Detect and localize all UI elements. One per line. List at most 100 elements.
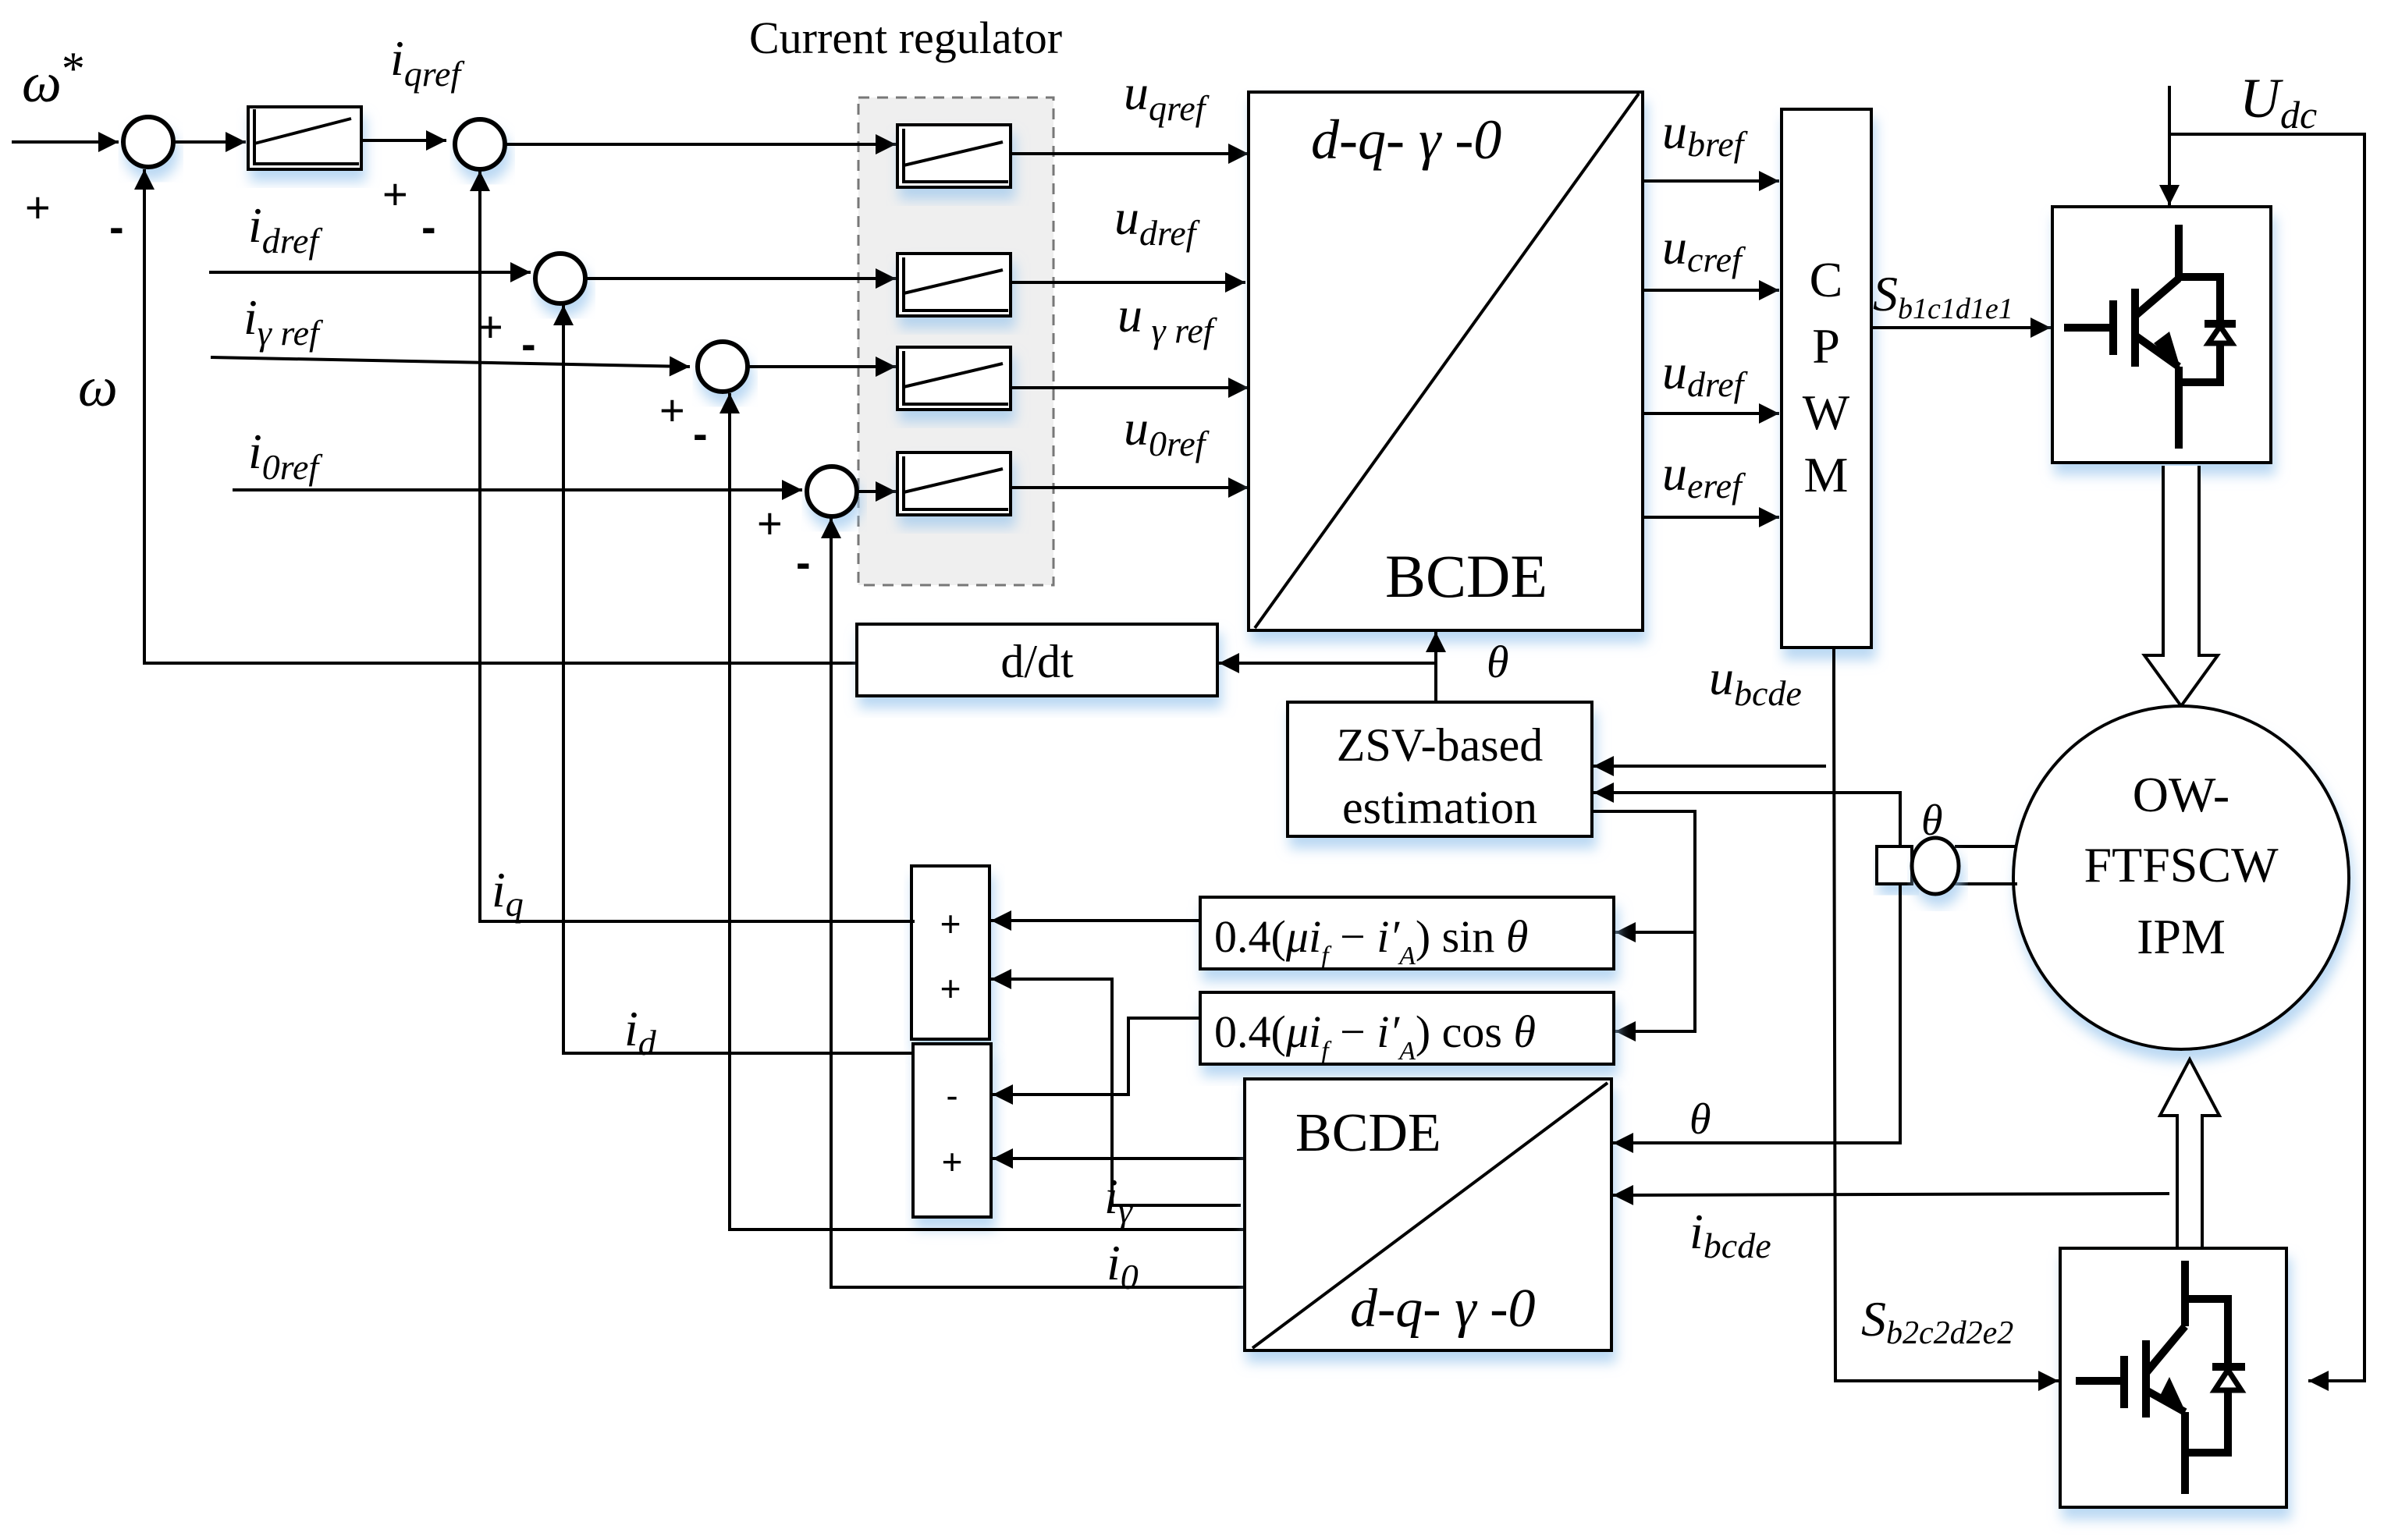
id-feedback-line [553, 305, 913, 1055]
ugref-label: u γ ref [1117, 287, 1218, 350]
sin-compensation-label: 0.4(μif − i′A) sin θ [1214, 911, 1528, 970]
u0ref-label: u0ref [1124, 400, 1210, 463]
udref-phase-label: udref [1662, 344, 1749, 404]
power-flow-arrow-up [2157, 1056, 2222, 1252]
voltage-feedback-label: ubcde [1709, 650, 1802, 713]
iqref-label: iqref [390, 30, 465, 94]
switch-signal-2-line [1832, 648, 2059, 1391]
encoder-theta-label: θ [1921, 797, 1943, 845]
igbt-icon-2 [2076, 1261, 2247, 1494]
q-minus-sign: - [421, 202, 436, 251]
switch-signal-1-label: Sb1c1d1e1 [1873, 266, 2013, 325]
ubref-label: ubref [1662, 104, 1749, 164]
inverse-transform-top-label: d-q- γ -0 [1311, 108, 1501, 171]
estimator-label-line2: estimation [1342, 782, 1537, 833]
cos-to-d-adder-line [993, 1017, 1200, 1105]
park-theta-label: θ [1689, 1095, 1711, 1144]
zsv-estimator-block[interactable]: ZSV-based estimation [1286, 701, 1593, 838]
current-feedback-label: ibcde [1689, 1204, 1771, 1265]
estimator-to-sin-line [1592, 810, 1697, 942]
q-plus-sign: + [382, 169, 408, 218]
inverse-park-transform-block[interactable]: d-q- γ -0 BCDE [1247, 90, 1644, 632]
position-encoder[interactable] [1875, 836, 2017, 896]
motor-label-line2: FTFSCW [2084, 837, 2279, 892]
sin-compensation-block[interactable]: 0.4(μif − i′A) sin θ [1199, 896, 1615, 970]
d-plus-sign: + [478, 302, 503, 351]
derivative-block[interactable]: d/dt [855, 623, 1219, 697]
dc-bus-line [2169, 133, 2366, 1391]
current-regulator-title: Current regulator [749, 12, 1062, 63]
d-adder-sign-2: + [942, 1141, 963, 1182]
ig-feedback-line [719, 393, 1245, 1231]
motor-label-line1: OW- [2133, 767, 2229, 822]
transform-q-to-adder-line [991, 969, 1241, 1207]
speed-plus-sign: + [25, 183, 51, 232]
q-current-summing-junction[interactable] [453, 117, 507, 172]
id-feedback-label: id [624, 1001, 657, 1063]
speed-minus-sign: - [109, 202, 124, 251]
ucref-label: ucref [1662, 219, 1746, 279]
speed-feedback-label: ω [78, 356, 118, 418]
zero-minus-sign: - [796, 538, 811, 587]
theta-to-park-line [1613, 884, 1902, 1153]
current-feedback-line [1612, 1184, 2170, 1205]
motor-label-line3: IPM [2137, 909, 2226, 964]
d-minus-sign: - [521, 319, 536, 368]
igref-line [210, 356, 691, 377]
estimator-to-cos-line [1615, 932, 1697, 1041]
speed-pi-controller[interactable] [247, 105, 363, 171]
dc-voltage-label: Udc [2240, 67, 2317, 137]
zero-current-summing-junction[interactable] [805, 464, 859, 519]
gamma-current-summing-junction[interactable] [695, 339, 750, 394]
ueref-label: ueref [1662, 445, 1746, 506]
d-current-summing-junction[interactable] [533, 251, 588, 306]
cpwm-letter-p: P [1812, 318, 1840, 374]
pi-controller-zero[interactable] [896, 451, 1012, 516]
cos-compensation-block[interactable]: 0.4(μif − i′A) cos θ [1199, 991, 1615, 1066]
zero-plus-sign: + [757, 499, 783, 548]
park-transform-bottom-label: d-q- γ -0 [1350, 1279, 1536, 1339]
gamma-plus-sign: + [659, 385, 685, 435]
pi-controller-q[interactable] [896, 123, 1012, 189]
i0-feedback-label: i0 [1107, 1235, 1139, 1297]
inverter-2[interactable] [2059, 1247, 2288, 1509]
inverter-1[interactable] [2051, 205, 2272, 464]
igref-label: iγ ref [243, 289, 324, 353]
d-adder-sign-1: - [946, 1075, 958, 1116]
q-axis-adder[interactable]: + + [910, 864, 991, 1041]
inverse-transform-bottom-label: BCDE [1385, 542, 1547, 610]
idref-label: idref [248, 197, 323, 261]
i0-feedback-line [821, 518, 1245, 1289]
power-flow-arrow-down [2141, 466, 2221, 709]
iq-feedback-label: iq [492, 862, 524, 924]
motor[interactable]: OW- FTFSCW IPM [2012, 704, 2350, 1051]
speed-ref-label: ω* [22, 43, 85, 114]
pi-controller-d[interactable] [896, 252, 1012, 318]
pi-controller-gamma[interactable] [896, 346, 1012, 411]
theta-to-estimator-line [1593, 782, 1902, 846]
gamma-minus-sign: - [693, 409, 708, 458]
ig-feedback-label: iγ [1104, 1169, 1134, 1230]
speed-summing-junction[interactable] [121, 115, 176, 169]
speed-feedback-line [134, 169, 858, 665]
udref-label: udref [1114, 190, 1201, 253]
derivative-label: d/dt [1000, 636, 1074, 687]
q-adder-sign-2: + [940, 968, 961, 1009]
park-transform-block[interactable]: BCDE d-q- γ -0 [1243, 1077, 1613, 1352]
q-adder-sign-1: + [940, 903, 961, 944]
cpwm-letter-m: M [1804, 447, 1849, 502]
cpwm-letter-w: W [1803, 385, 1850, 440]
iq-feedback-line [470, 171, 915, 923]
theta-estimated-label: θ [1487, 637, 1509, 687]
uqref-label: uqref [1124, 65, 1210, 128]
cpwm-letter-c: C [1810, 252, 1843, 307]
d-axis-adder[interactable]: - + [911, 1042, 993, 1219]
igbt-icon [2064, 225, 2237, 449]
i0ref-label: i0ref [248, 424, 323, 487]
cos-compensation-label: 0.4(μif − i′A) cos θ [1214, 1006, 1536, 1066]
switch-signal-2-label: Sb2c2d2e2 [1861, 1291, 2013, 1351]
park-transform-top-label: BCDE [1295, 1103, 1441, 1163]
estimator-label-line1: ZSV-based [1337, 719, 1543, 771]
cpwm-block[interactable]: C P W M [1780, 108, 1873, 649]
